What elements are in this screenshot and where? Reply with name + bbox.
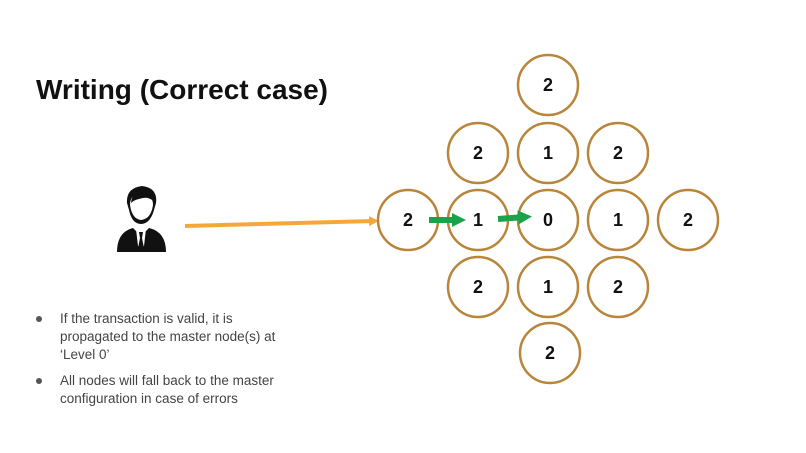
node-level-label: 2 [545,343,555,363]
node-circle [516,255,580,319]
node-level-label: 2 [403,210,413,230]
node-n-top: 2 [516,53,580,117]
node-n-r1-right: 2 [586,121,650,185]
bullet-text: If the transaction is valid, it is propa… [60,311,276,362]
bullet-list: If the transaction is valid, it is propa… [34,310,294,416]
node-circle [516,121,580,185]
node-level-label: 1 [473,210,483,230]
bullet-item: All nodes will fall back to the master c… [34,372,294,408]
node-circle [586,121,650,185]
node-level-label: 0 [543,210,553,230]
node-level-label: 2 [543,75,553,95]
page-title: Writing (Correct case) [36,74,328,105]
node-n-r3-left: 2 [446,255,510,319]
node-circle [516,53,580,117]
node-circle [446,255,510,319]
propagate-arrow-2 [497,210,532,225]
node-n-r2-c5: 2 [656,188,720,252]
node-n-bottom: 2 [518,321,582,385]
node-level-label: 2 [473,143,483,163]
request-arrow [184,216,379,228]
node-level-label: 1 [613,210,623,230]
node-n-r2-c4: 1 [586,188,650,252]
node-n-r1-mid: 1 [516,121,580,185]
node-n-r2-center: 0 [516,188,580,252]
node-level-label: 2 [613,277,623,297]
bullet-dot-icon [36,378,42,384]
node-level-label: 2 [473,277,483,297]
node-n-r3-right: 2 [586,255,650,319]
node-level-label: 1 [543,143,553,163]
node-circle [656,188,720,252]
node-n-r3-mid: 1 [516,255,580,319]
node-level-label: 2 [613,143,623,163]
bullet-item: If the transaction is valid, it is propa… [34,310,294,364]
node-circle [586,255,650,319]
node-n-r1-left: 2 [446,121,510,185]
node-level-label: 2 [683,210,693,230]
node-circle [586,188,650,252]
node-circle [446,121,510,185]
businessman-icon [117,186,166,252]
node-circle [518,321,582,385]
bullet-dot-icon [36,316,42,322]
bullet-text: All nodes will fall back to the master c… [60,373,274,406]
node-level-label: 1 [543,277,553,297]
